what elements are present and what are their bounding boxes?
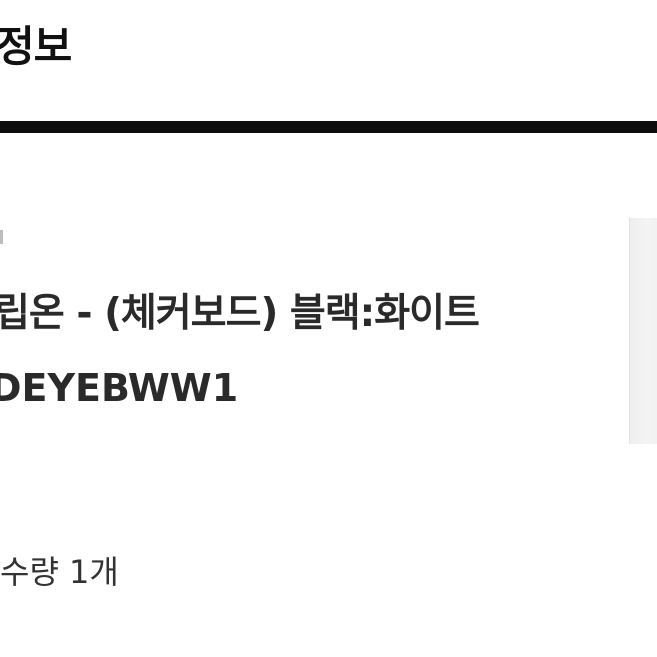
product-name: 립온 - (체커보드) 블랙:화이트: [0, 291, 480, 336]
product-code: DEYEBWW1: [0, 366, 239, 410]
product-thumbnail[interactable]: [629, 218, 657, 444]
product-quantity: 수량 1개: [0, 553, 119, 591]
cropped-edge-mark: [0, 230, 3, 244]
title-divider: [0, 121, 657, 133]
section-title: 정보: [0, 22, 72, 71]
